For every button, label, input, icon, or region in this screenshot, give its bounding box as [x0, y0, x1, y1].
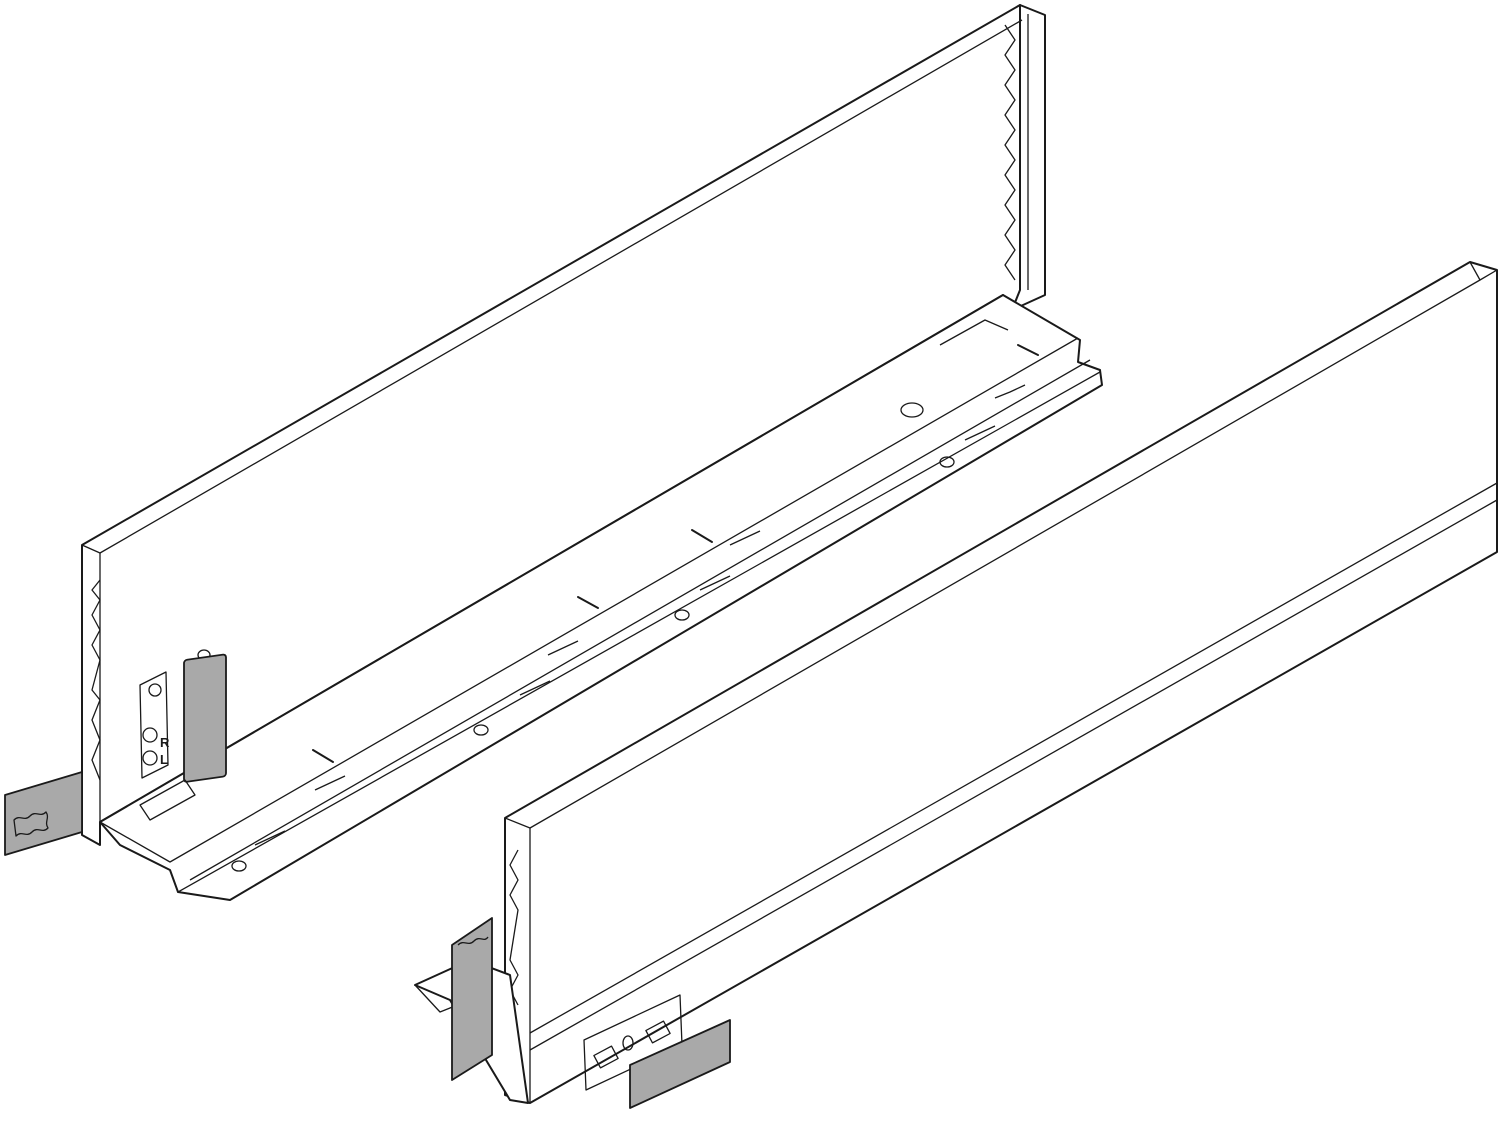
left-side-panel: R L: [4, 4, 1103, 901]
grey-tab-left: [183, 653, 227, 783]
back-hook-teeth: [1004, 24, 1016, 281]
front-fixing-plate: R L: [139, 671, 170, 779]
mark-l: L: [160, 752, 168, 767]
mark-r: R: [160, 735, 170, 750]
grey-tab-rail: [451, 917, 493, 1081]
grey-tab-right: [629, 1019, 731, 1109]
right-side-panel: [414, 261, 1498, 1109]
